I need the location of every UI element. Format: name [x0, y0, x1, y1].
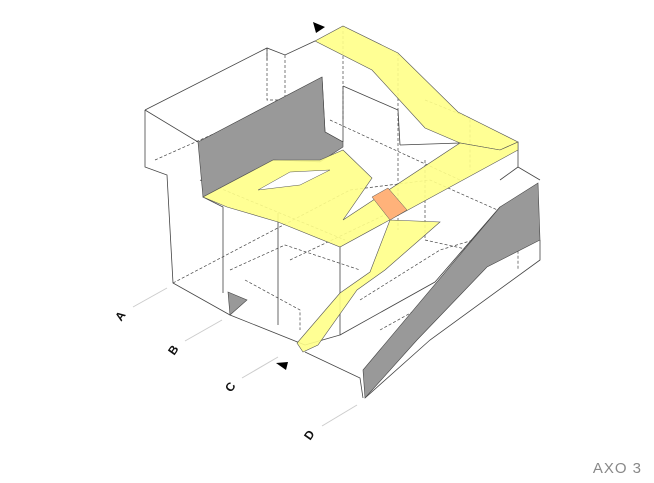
drawing-title: AXO 3 — [592, 460, 642, 477]
section-arrow-top-icon — [313, 22, 325, 33]
path-loop — [202, 141, 519, 248]
shadow-wall-ramp — [362, 182, 541, 399]
section-arrow-bottom-icon — [276, 362, 288, 370]
path-intersection — [371, 187, 408, 221]
circulation-path — [202, 25, 519, 353]
shadow-wall-small — [227, 291, 248, 316]
path-lower-ramp — [296, 219, 441, 353]
path-upper-strip — [314, 25, 519, 151]
loop-opening — [257, 169, 331, 191]
section-leaders — [132, 287, 358, 427]
